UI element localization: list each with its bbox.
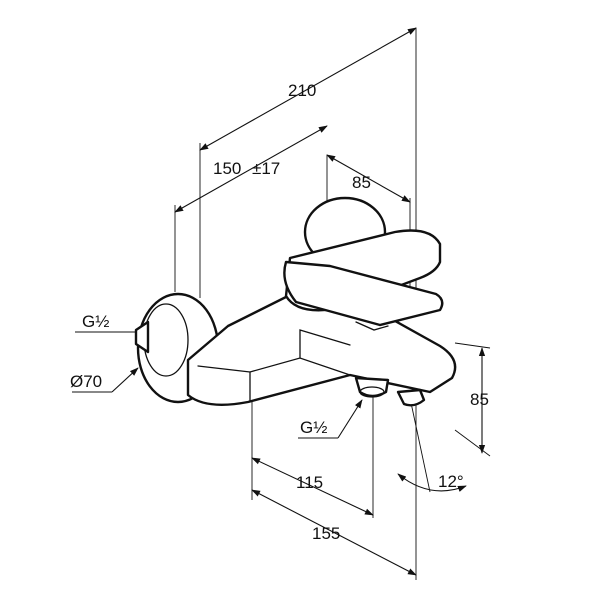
lever-handle-base <box>283 260 444 327</box>
label-wall-offset: 150 <box>213 159 241 178</box>
main-body <box>186 280 457 406</box>
dimension-labels: 210 150 ±17 85 85 G½ Ø70 G½ 115 155 12° <box>70 81 489 543</box>
leader-outlet <box>337 399 363 439</box>
dim-line-155 <box>251 489 417 576</box>
dimension-lines <box>174 27 486 576</box>
leader-diameter <box>111 367 139 393</box>
dim-line-85-width <box>326 154 411 203</box>
angle-line <box>409 397 431 493</box>
outlet-spout <box>396 388 426 407</box>
label-spout-angle: 12° <box>438 472 464 491</box>
left-inlet-stub <box>134 320 150 354</box>
label-handle-width: 85 <box>352 173 371 192</box>
label-height: 85 <box>470 390 489 409</box>
label-overall-depth: 210 <box>288 81 316 100</box>
label-wall-offset-tolerance: ±17 <box>252 159 280 178</box>
angle-arc <box>397 473 467 492</box>
label-outlet-depth: 115 <box>296 473 323 492</box>
label-inlet-thread: G½ <box>82 312 109 331</box>
faucet-body <box>134 196 457 407</box>
label-outlet-thread: G½ <box>300 418 327 437</box>
dim-line-150 <box>174 125 328 213</box>
label-cover-diameter: Ø70 <box>70 372 102 391</box>
label-spout-depth: 155 <box>312 524 340 543</box>
